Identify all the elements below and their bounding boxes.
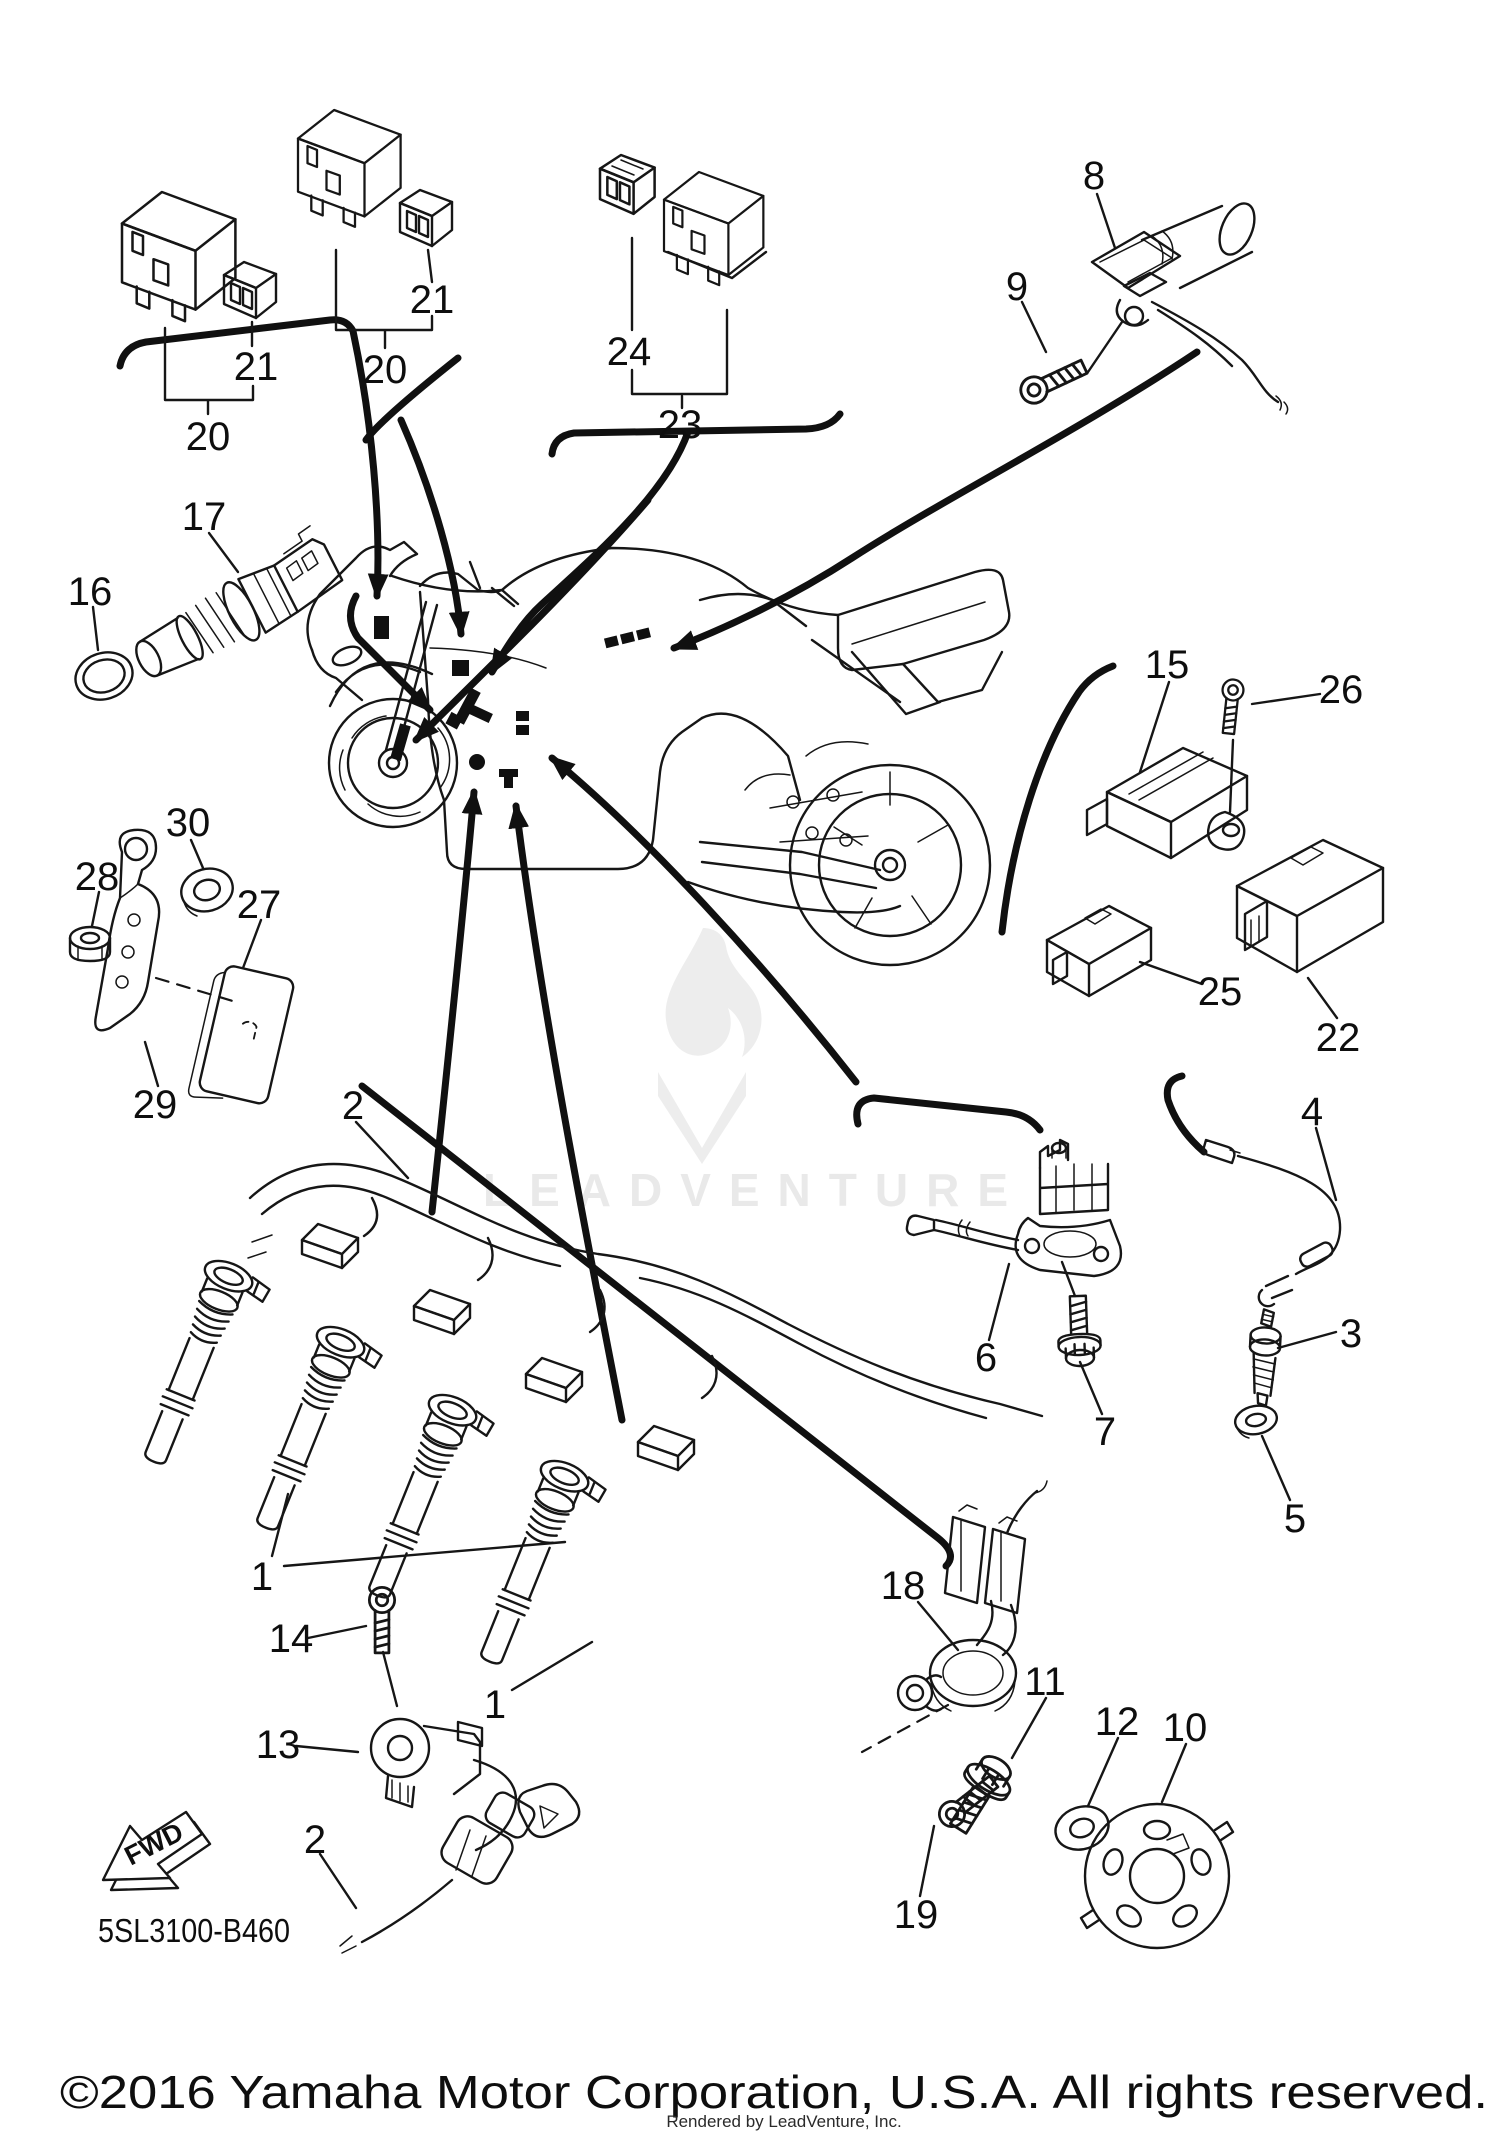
- callout-15: 15: [1145, 643, 1190, 687]
- callout-26: 26: [1319, 668, 1364, 712]
- part-nut-28: [68, 925, 112, 963]
- part-module-15: [1085, 746, 1249, 860]
- callout-3: 3: [1340, 1312, 1362, 1356]
- part-oring-16: [74, 651, 134, 701]
- callout-25: 25: [1198, 970, 1243, 1014]
- callout-10: 10: [1163, 1706, 1208, 1750]
- callout-18: 18: [881, 1564, 926, 1608]
- callout-21-b: 21: [410, 278, 455, 322]
- part-connector-24: [598, 153, 656, 216]
- callout-leader-lines: [90, 192, 1339, 1910]
- part-wire-4: [1202, 1138, 1342, 1308]
- part-relay-22: [1235, 838, 1385, 974]
- part-sensor-8: [1090, 202, 1289, 415]
- callout-16: 16: [68, 570, 113, 614]
- watermark-text: LEADVENTURE: [483, 1164, 1008, 1216]
- callout-27: 27: [237, 883, 282, 927]
- part-relay-25: [1045, 904, 1153, 998]
- callout-19: 19: [894, 1893, 939, 1937]
- callout-1-b: 1: [484, 1683, 506, 1727]
- callout-20: 20: [186, 415, 231, 459]
- callout-6: 6: [975, 1336, 997, 1380]
- part-relay-assembly-20b: [296, 108, 454, 248]
- part-washer-12: [1054, 1805, 1110, 1851]
- callout-28: 28: [75, 855, 120, 899]
- part-relay-assembly-20a: [120, 190, 278, 323]
- part-washer-5: [1233, 1404, 1279, 1439]
- part-bracket-29: [94, 828, 161, 1032]
- callout-1: 1: [251, 1555, 273, 1599]
- part-relay-23: [662, 170, 768, 287]
- dashed-assembly-lines: [154, 976, 950, 1754]
- part-ignition-coils-1: [129, 1253, 611, 1679]
- part-bolt-7: [1055, 1294, 1103, 1368]
- callout-29: 29: [133, 1083, 178, 1127]
- callout-14: 14: [269, 1617, 314, 1661]
- callout-9: 9: [1006, 265, 1028, 309]
- diagram-part-code: 5SL3100-B460: [98, 1912, 290, 1949]
- part-rotor-10: [1079, 1802, 1235, 1950]
- part-plate-27: [187, 965, 295, 1105]
- copyright-text: ©2016 Yamaha Motor Corporation, U.S.A. A…: [60, 2066, 1488, 2118]
- callout-11: 11: [1024, 1660, 1066, 1704]
- callout-23: 23: [658, 403, 703, 447]
- callout-5: 5: [1284, 1497, 1306, 1541]
- rendered-by-text: Rendered by LeadVenture, Inc.: [666, 2112, 901, 2131]
- callout-20-b: 20: [363, 348, 408, 392]
- callout-30: 30: [166, 801, 211, 845]
- part-grommet-30: [180, 867, 234, 917]
- callout-13: 13: [256, 1723, 301, 1767]
- leader-lines: [116, 316, 1208, 1570]
- callout-21: 21: [234, 345, 279, 389]
- part-switch-6: [905, 1138, 1123, 1278]
- part-screw-26: [1216, 677, 1246, 736]
- callout-12: 12: [1095, 1700, 1140, 1744]
- part-sensor-13: [369, 1717, 517, 1852]
- callout-17: 17: [182, 495, 227, 539]
- part-temp-sensor-17: [135, 525, 344, 678]
- part-harness-2: [247, 1162, 1044, 1472]
- part-bolt-9: [1015, 353, 1092, 409]
- leadventure-watermark: LEADVENTURE: [483, 928, 1008, 1216]
- location-markers: [374, 616, 652, 788]
- callout-24: 24: [607, 330, 652, 374]
- callout-22: 22: [1316, 1016, 1361, 1060]
- callout-7: 7: [1094, 1410, 1116, 1454]
- motorcycle-outline: [306, 540, 1011, 967]
- part-pickup-coil-18: [896, 1480, 1048, 1712]
- part-screw-3: [1248, 1308, 1282, 1407]
- callout-2: 2: [342, 1084, 364, 1128]
- callout-8: 8: [1083, 154, 1105, 198]
- callout-4: 4: [1301, 1090, 1323, 1134]
- fwd-arrow: FWD: [101, 1810, 212, 1892]
- part-sensor-13-cable: [339, 1782, 581, 1954]
- callout-2-b: 2: [304, 1818, 326, 1862]
